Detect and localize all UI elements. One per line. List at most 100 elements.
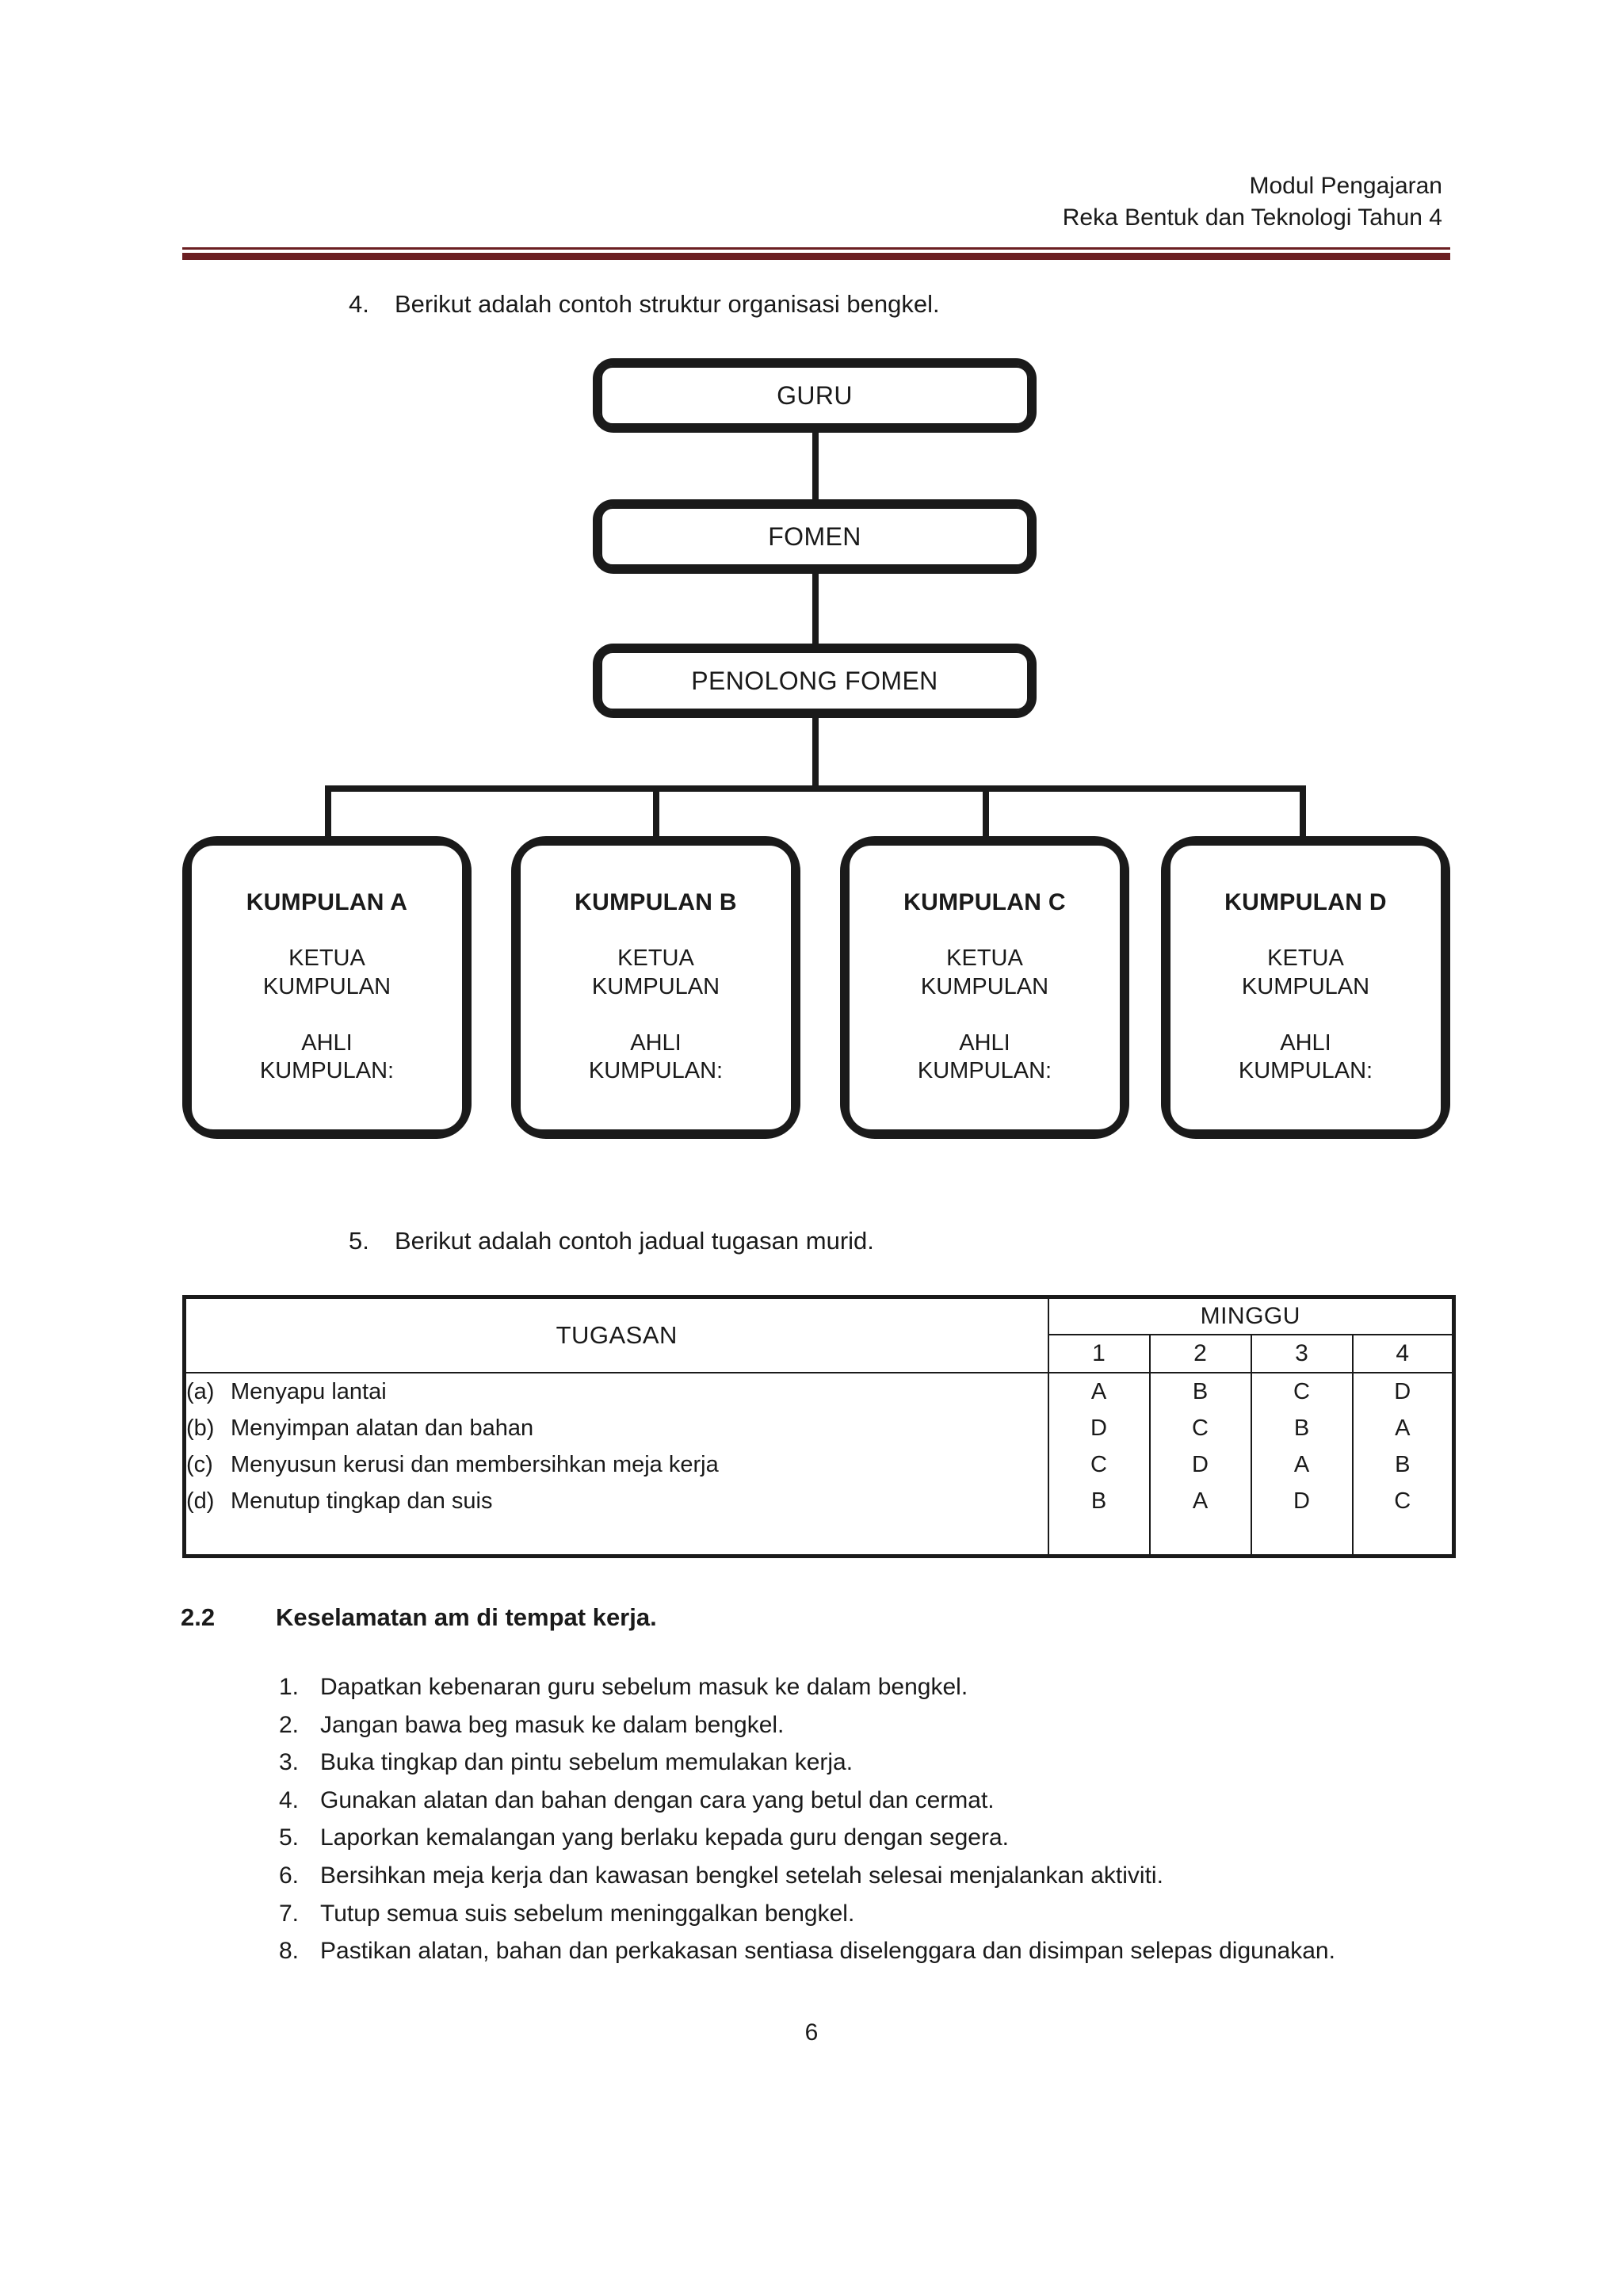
- org-node-penolong-fomen-inner: PENOLONG FOMEN: [600, 651, 1029, 711]
- org-node-kumpulan-b: KUMPULAN B KETUA KUMPULAN AHLI KUMPULAN:: [511, 836, 800, 1139]
- connector-drop-kumpulan-b: [653, 785, 659, 838]
- table-header-week-4: 4: [1351, 1334, 1457, 1373]
- org-node-fomen: FOMEN: [593, 499, 1037, 574]
- section-2-2-number: 2.2: [181, 1603, 216, 1631]
- safety-item-text: Laporkan kemalangan yang berlaku kepada …: [320, 1824, 1009, 1851]
- kumpulan-a-title: KUMPULAN A: [246, 889, 408, 916]
- connector-horizontal-bus: [325, 785, 1306, 792]
- safety-rules-list: 1. Dapatkan kebenaran guru sebelum masuk…: [279, 1671, 1452, 1973]
- task-row: (c)Menyusun kerusi dan membersihkan meja…: [186, 1446, 1048, 1483]
- kumpulan-a-leader-label: KETUA KUMPULAN: [262, 946, 391, 999]
- list-item: 1. Dapatkan kebenaran guru sebelum masuk…: [279, 1671, 1452, 1705]
- table-cell-week-4: D A B C: [1351, 1372, 1457, 1558]
- kumpulan-c-leader-label: KETUA KUMPULAN: [920, 946, 1049, 999]
- org-node-guru: GURU: [593, 358, 1037, 433]
- week-4-value: C: [1394, 1488, 1411, 1515]
- safety-item-text: Bersihkan meja kerja dan kawasan bengkel…: [320, 1862, 1163, 1889]
- connector-drop-kumpulan-c: [983, 785, 989, 838]
- table-cell-tasks: (a)Menyapu lantai (b)Menyimpan alatan da…: [182, 1372, 1049, 1558]
- item-5-line: 5.Berikut adalah contoh jadual tugasan m…: [349, 1227, 874, 1255]
- item-4-line: 4.Berikut adalah contoh struktur organis…: [349, 290, 940, 319]
- org-node-guru-inner: GURU: [600, 365, 1029, 426]
- table-body-row: (a)Menyapu lantai (b)Menyimpan alatan da…: [182, 1372, 1457, 1558]
- table-header-minggu: MINGGU: [1047, 1295, 1457, 1335]
- safety-item-text: Tutup semua suis sebelum meninggalkan be…: [320, 1900, 855, 1927]
- page-header: Modul Pengajaran Reka Bentuk dan Teknolo…: [182, 170, 1450, 234]
- page-number: 6: [804, 2019, 819, 2046]
- safety-item-text: Buka tingkap dan pintu sebelum memulakan…: [320, 1749, 854, 1776]
- week-4-value: A: [1395, 1415, 1411, 1442]
- kumpulan-a-members-label: AHLI KUMPULAN:: [259, 1030, 395, 1084]
- item-5-number: 5.: [349, 1227, 369, 1255]
- org-node-penolong-fomen: PENOLONG FOMEN: [593, 644, 1037, 718]
- table-header-row-1: TUGASAN MINGGU: [182, 1295, 1457, 1373]
- org-node-kumpulan-c: KUMPULAN C KETUA KUMPULAN AHLI KUMPULAN:: [840, 836, 1129, 1139]
- connector-penolong-to-bus: [812, 713, 819, 791]
- list-item: 2. Jangan bawa beg masuk ke dalam bengke…: [279, 1709, 1452, 1743]
- header-rule-thin: [182, 247, 1450, 250]
- organisation-chart: GURU FOMEN PENOLONG FOMEN KUMPULAN A KET…: [182, 349, 1450, 1173]
- safety-item-number: 5.: [279, 1824, 300, 1851]
- task-key-a: (a): [186, 1379, 215, 1404]
- org-node-fomen-label: FOMEN: [768, 521, 861, 551]
- table-header-week-2: 2: [1148, 1334, 1252, 1373]
- safety-item-text: Jangan bawa beg masuk ke dalam bengkel.: [320, 1711, 785, 1738]
- org-node-fomen-inner: FOMEN: [600, 506, 1029, 567]
- header-line-1: Modul Pengajaran: [1249, 173, 1442, 199]
- task-row: (a)Menyapu lantai: [186, 1373, 1048, 1410]
- task-row: (b)Menyimpan alatan dan bahan: [186, 1410, 1048, 1446]
- table-header-week-3: 3: [1250, 1334, 1354, 1373]
- kumpulan-d-members-label: AHLI KUMPULAN:: [1238, 1030, 1373, 1084]
- org-node-kumpulan-c-inner: KUMPULAN C KETUA KUMPULAN AHLI KUMPULAN:: [847, 843, 1122, 1132]
- task-row: (d) Menutup tingkap dan suis: [186, 1483, 1048, 1519]
- week-4-value: D: [1394, 1379, 1411, 1404]
- week-3-value: A: [1293, 1452, 1310, 1478]
- kumpulan-c-title: KUMPULAN C: [903, 889, 1066, 916]
- week-3-value: C: [1293, 1379, 1310, 1404]
- week-2-value: D: [1192, 1452, 1209, 1478]
- table-cell-week-3: C B A D: [1250, 1372, 1354, 1558]
- task-key-c: (c): [186, 1452, 213, 1478]
- kumpulan-d-leader-label: KETUA KUMPULAN: [1241, 946, 1370, 999]
- section-2-2-title: Keselamatan am di tempat kerja.: [276, 1603, 657, 1631]
- header-line-2: Reka Bentuk dan Teknologi Tahun 4: [1062, 204, 1442, 231]
- header-rule-thick: [182, 253, 1450, 260]
- connector-drop-kumpulan-d: [1300, 785, 1306, 838]
- item-4-text: Berikut adalah contoh struktur organisas…: [395, 290, 940, 318]
- safety-item-number: 1.: [279, 1674, 300, 1700]
- kumpulan-b-members-label: AHLI KUMPULAN:: [588, 1030, 724, 1084]
- table-cell-week-2: B C D A: [1148, 1372, 1252, 1558]
- week-1-value: B: [1090, 1488, 1107, 1515]
- table-header-tugasan: TUGASAN: [182, 1295, 1049, 1373]
- list-item: 3. Buka tingkap dan pintu sebelum memula…: [279, 1746, 1452, 1780]
- org-node-kumpulan-d-inner: KUMPULAN D KETUA KUMPULAN AHLI KUMPULAN:: [1168, 843, 1443, 1132]
- list-item: 8. Pastikan alatan, bahan dan perkakasan…: [279, 1935, 1452, 1969]
- safety-item-number: 7.: [279, 1900, 300, 1927]
- week-1-value: A: [1090, 1379, 1107, 1404]
- org-node-kumpulan-a-inner: KUMPULAN A KETUA KUMPULAN AHLI KUMPULAN:: [189, 843, 464, 1132]
- org-node-kumpulan-b-inner: KUMPULAN B KETUA KUMPULAN AHLI KUMPULAN:: [518, 843, 793, 1132]
- table-header-week-1: 1: [1047, 1334, 1151, 1373]
- kumpulan-d-title: KUMPULAN D: [1224, 889, 1387, 916]
- task-key-d: (d): [186, 1488, 215, 1515]
- org-node-penolong-fomen-label: PENOLONG FOMEN: [691, 666, 938, 695]
- week-4-value: B: [1395, 1452, 1411, 1478]
- task-label-d: Menutup tingkap dan suis: [231, 1488, 493, 1515]
- safety-item-number: 6.: [279, 1862, 300, 1889]
- safety-item-number: 2.: [279, 1711, 300, 1738]
- week-2-value: C: [1192, 1415, 1209, 1442]
- safety-item-number: 3.: [279, 1749, 300, 1776]
- week-1-value: C: [1090, 1452, 1107, 1478]
- connector-drop-kumpulan-a: [325, 785, 331, 838]
- list-item: 7. Tutup semua suis sebelum meninggalkan…: [279, 1897, 1452, 1931]
- list-item: 4. Gunakan alatan dan bahan dengan cara …: [279, 1784, 1452, 1818]
- org-node-kumpulan-d: KUMPULAN D KETUA KUMPULAN AHLI KUMPULAN:: [1161, 836, 1450, 1139]
- task-label-b: Menyimpan alatan dan bahan: [231, 1415, 534, 1442]
- connector-guru-to-fomen: [812, 428, 819, 504]
- table-cell-week-1: A D C B: [1047, 1372, 1151, 1558]
- kumpulan-c-members-label: AHLI KUMPULAN:: [917, 1030, 1052, 1084]
- safety-item-number: 8.: [279, 1938, 300, 1965]
- header-rule-gap: [182, 250, 1450, 253]
- kumpulan-b-leader-label: KETUA KUMPULAN: [591, 946, 720, 999]
